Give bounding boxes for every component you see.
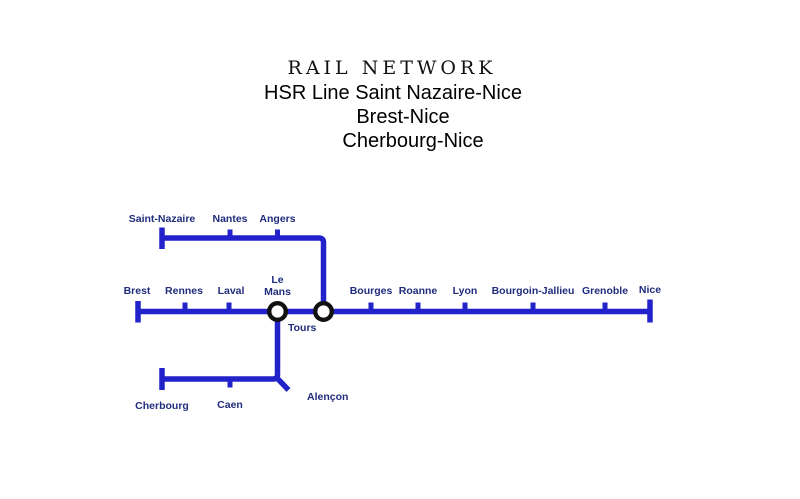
station-bourgoin-jallieu: Bourgoin-Jallieu (492, 285, 575, 312)
station-bourges: Bourges (350, 285, 393, 312)
station-label-nantes: Nantes (212, 213, 247, 225)
station-label-bourgoin-jallieu: Bourgoin-Jallieu (492, 285, 575, 297)
station-nice: Nice (639, 284, 661, 323)
station-label-lyon: Lyon (453, 285, 478, 297)
station-label-cherbourg: Cherbourg (135, 400, 189, 412)
station-grenoble: Grenoble (582, 285, 628, 312)
station-nantes: Nantes (212, 213, 248, 238)
track-cherbourg-branch (162, 318, 281, 382)
station-label-rennes: Rennes (165, 285, 203, 297)
station-rennes: Rennes (165, 285, 203, 312)
track-alencon-spur (275, 376, 291, 392)
station-label-saint-nazaire: Saint-Nazaire (129, 213, 196, 225)
subtitle-line-3: Cherbourg-Nice (342, 130, 484, 152)
station-label-angers: Angers (259, 213, 295, 225)
station-brest: Brest (124, 285, 151, 323)
station-label-bourges: Bourges (350, 285, 393, 297)
station-laval: Laval (218, 285, 245, 312)
page-title: RAIL NETWORK (287, 57, 497, 79)
station-label-tours: Tours (288, 322, 317, 334)
station-lyon: Lyon (453, 285, 478, 312)
subtitle-line-1: HSR Line Saint Nazaire-Nice (264, 82, 522, 104)
station-label-brest: Brest (124, 285, 151, 297)
station-label-roanne: Roanne (399, 285, 438, 297)
station-angers: Angers (259, 213, 296, 238)
station-label-caen: Caen (217, 399, 243, 411)
station-caen: Caen (217, 379, 243, 411)
station-cherbourg: Cherbourg (135, 368, 189, 412)
station-label-alencon: Alençon (307, 391, 348, 403)
station-label-nice: Nice (639, 284, 661, 296)
station-marker-tours (313, 301, 335, 323)
track-saint-nazaire-branch (162, 235, 327, 303)
station-alencon: Alençon (307, 391, 348, 403)
station-label-grenoble: Grenoble (582, 285, 628, 297)
subtitle-line-2: Brest-Nice (356, 106, 450, 128)
station-roanne: Roanne (399, 285, 438, 312)
station-marker-le-mans (267, 301, 289, 323)
station-tours: Tours (288, 301, 335, 334)
station-label-laval: Laval (218, 285, 245, 297)
station-saint-nazaire: Saint-Nazaire (129, 213, 196, 249)
